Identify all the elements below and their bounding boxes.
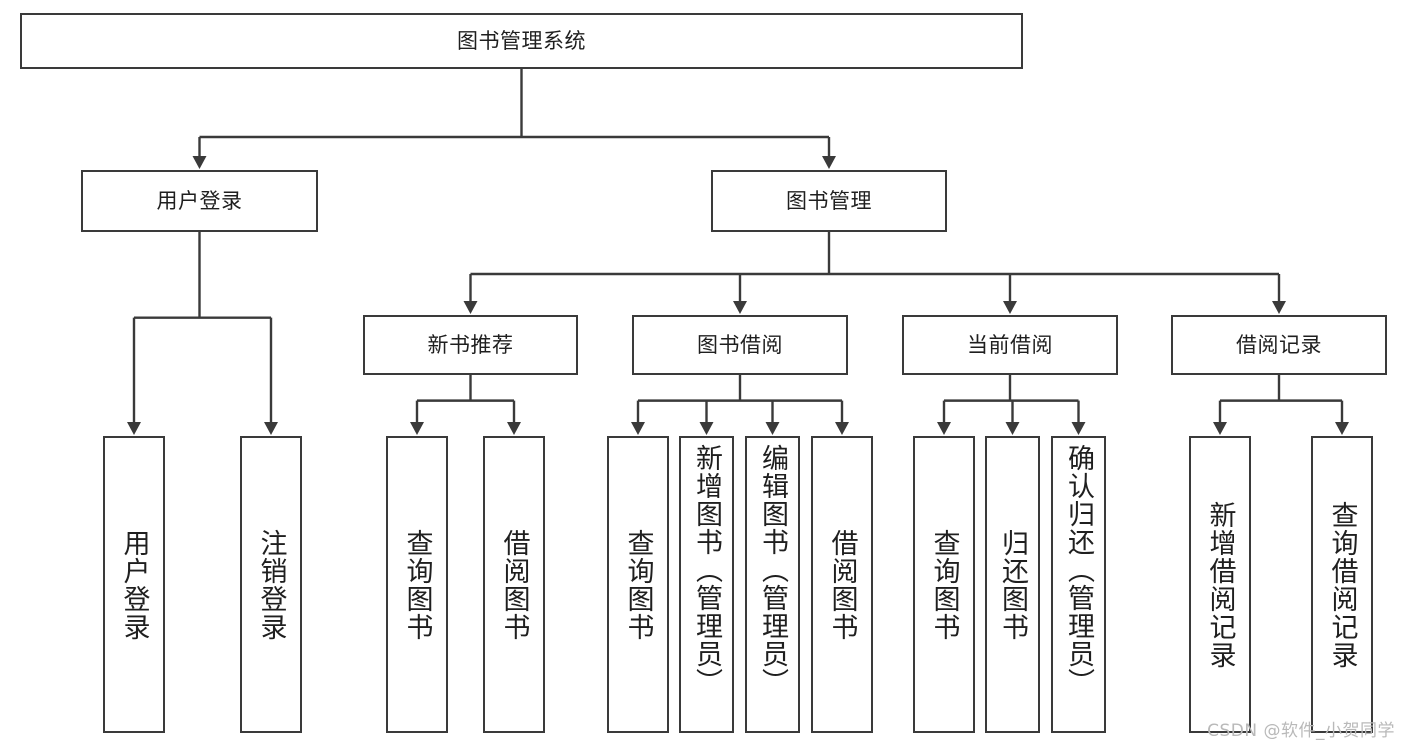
- arrow-head-icon: [1003, 301, 1017, 314]
- node-label: 新增借阅记录: [1204, 500, 1236, 669]
- node-label: 借阅记录: [1236, 332, 1322, 357]
- node-label: 查询图书: [622, 528, 654, 641]
- node-user-login[interactable]: 用户登录: [81, 170, 318, 232]
- node-label: 确认归还（管理员）: [1063, 444, 1094, 696]
- arrow-head-icon: [631, 422, 645, 435]
- node-label: 用户登录: [118, 528, 150, 641]
- node-leaf-edit-book[interactable]: 编辑图书（管理员）: [745, 436, 800, 733]
- node-leaf-query-book-3[interactable]: 查询图书: [913, 436, 975, 733]
- arrow-head-icon: [1071, 422, 1086, 435]
- arrow-head-icon: [127, 422, 141, 435]
- node-label: 归还图书: [997, 528, 1028, 641]
- node-label: 图书管理: [786, 188, 872, 213]
- node-leaf-user-login[interactable]: 用户登录: [103, 436, 165, 733]
- node-label: 用户登录: [156, 188, 243, 213]
- arrow-head-icon: [765, 422, 780, 435]
- arrow-head-icon: [1005, 422, 1020, 435]
- node-leaf-query-book-2[interactable]: 查询图书: [607, 436, 669, 733]
- arrow-head-icon: [1335, 422, 1349, 435]
- node-leaf-confirm-return[interactable]: 确认归还（管理员）: [1051, 436, 1106, 733]
- arrow-head-icon: [507, 422, 521, 435]
- node-book-borrow[interactable]: 图书借阅: [632, 315, 848, 375]
- node-label: 当前借阅: [967, 332, 1053, 357]
- node-leaf-add-record[interactable]: 新增借阅记录: [1189, 436, 1251, 733]
- node-label: 查询借阅记录: [1326, 500, 1358, 669]
- node-root[interactable]: 图书管理系统: [20, 13, 1023, 69]
- arrow-head-icon: [1213, 422, 1227, 435]
- node-label: 图书借阅: [697, 332, 783, 357]
- arrow-head-icon: [463, 301, 478, 314]
- node-leaf-query-record[interactable]: 查询借阅记录: [1311, 436, 1373, 733]
- node-label: 图书管理系统: [457, 28, 586, 53]
- node-new-book-recommend[interactable]: 新书推荐: [363, 315, 578, 375]
- node-label: 编辑图书（管理员）: [757, 444, 788, 696]
- arrow-head-icon: [733, 301, 747, 314]
- node-label: 新书推荐: [427, 332, 514, 357]
- watermark: CSDN @软件_小贺同学: [1207, 721, 1395, 741]
- node-label: 新增图书（管理员）: [691, 444, 722, 696]
- node-leaf-query-book-1[interactable]: 查询图书: [386, 436, 448, 733]
- arrow-head-icon: [192, 156, 207, 169]
- node-leaf-borrow-book-2[interactable]: 借阅图书: [811, 436, 873, 733]
- node-label: 注销登录: [255, 528, 287, 641]
- node-leaf-logout[interactable]: 注销登录: [240, 436, 302, 733]
- node-label: 借阅图书: [498, 528, 530, 641]
- arrow-head-icon: [835, 422, 849, 435]
- node-leaf-borrow-book-1[interactable]: 借阅图书: [483, 436, 545, 733]
- arrow-head-icon: [699, 422, 714, 435]
- node-current-borrow[interactable]: 当前借阅: [902, 315, 1118, 375]
- node-borrow-record[interactable]: 借阅记录: [1171, 315, 1387, 375]
- arrow-head-icon: [1272, 301, 1286, 314]
- node-label: 查询图书: [401, 528, 433, 641]
- node-book-manage[interactable]: 图书管理: [711, 170, 947, 232]
- arrow-head-icon: [937, 422, 951, 435]
- arrow-head-icon: [264, 422, 278, 435]
- node-label: 查询图书: [928, 528, 960, 641]
- arrow-head-icon: [822, 156, 836, 169]
- node-leaf-return-book[interactable]: 归还图书: [985, 436, 1040, 733]
- arrow-head-icon: [410, 422, 424, 435]
- node-label: 借阅图书: [826, 528, 858, 641]
- node-leaf-add-book[interactable]: 新增图书（管理员）: [679, 436, 734, 733]
